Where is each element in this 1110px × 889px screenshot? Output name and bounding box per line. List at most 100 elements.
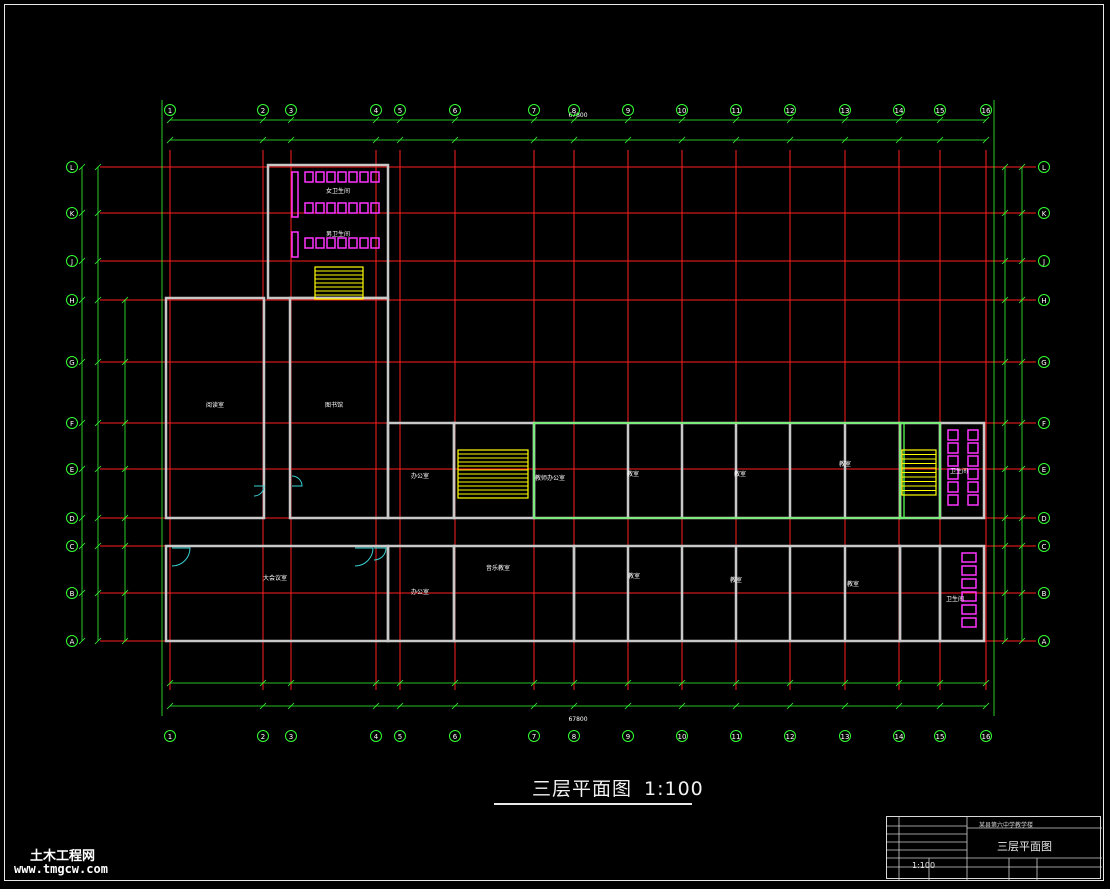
wc-fixture-south: [961, 604, 977, 615]
dim-tick: [624, 136, 632, 144]
dim-tick: [936, 136, 944, 144]
row-label-left-E: E: [70, 466, 74, 474]
room-label-office-1: 办公室: [411, 472, 429, 480]
row-label-right-F-circle: [1038, 417, 1050, 429]
dim-tick: [936, 116, 944, 124]
dim-tick: [895, 679, 903, 687]
col-label-bottom-13: 13: [841, 733, 850, 741]
col-label-bottom-1-circle: [164, 730, 176, 742]
dim-tick: [786, 116, 794, 124]
wall-office-1: [386, 421, 456, 520]
col-label-top-3-circle: [285, 104, 297, 116]
toilet-stall: [370, 237, 380, 249]
wall-wc-south: [938, 544, 986, 643]
dim-tick: [1018, 296, 1026, 304]
toilet-stall: [359, 202, 369, 214]
col-label-bottom-11-circle: [730, 730, 742, 742]
door-meeting-e: [354, 547, 374, 567]
col-label-top-5-circle: [394, 104, 406, 116]
dim-tick: [1001, 637, 1009, 645]
col-label-bottom-15: 15: [936, 733, 945, 741]
wc-fixture-north: [947, 442, 959, 454]
toilet-stall: [304, 171, 314, 183]
row-label-left-B-circle: [66, 587, 78, 599]
col-label-top-11: 11: [732, 107, 741, 115]
row-label-left-G: G: [69, 359, 74, 367]
dim-tick: [396, 136, 404, 144]
wc-fixture-north: [947, 468, 959, 480]
watermark-url: www.tmgcw.com: [14, 862, 108, 876]
toilet-partition: [291, 231, 299, 258]
col-label-bottom-11: 11: [732, 733, 741, 741]
dim-tick: [121, 542, 129, 550]
row-label-left-H-circle: [66, 294, 78, 306]
toilet-stall: [315, 202, 325, 214]
dim-tick: [94, 465, 102, 473]
dim-tick: [624, 116, 632, 124]
col-label-bottom-6: 6: [453, 733, 458, 741]
dim-tick: [396, 702, 404, 710]
wc-fixture-north: [947, 481, 959, 493]
row-label-right-A: A: [1042, 638, 1047, 646]
dim-tick: [396, 116, 404, 124]
wc-fixture-north: [947, 429, 959, 441]
col-label-top-16-circle: [980, 104, 992, 116]
col-label-top-6-circle: [449, 104, 461, 116]
walls: [164, 163, 986, 643]
dim-tick: [982, 136, 990, 144]
dim-tick: [1001, 296, 1009, 304]
wc-fixture-north: [967, 442, 979, 454]
dim-tick: [1001, 358, 1009, 366]
room-label-music-room: 音乐教室: [486, 564, 510, 572]
col-label-top-3: 3: [289, 107, 293, 115]
room-label-classroom-6: 教室: [847, 580, 859, 588]
row-label-right-A-circle: [1038, 635, 1050, 647]
toilet-stall: [370, 171, 380, 183]
dim-tick: [982, 702, 990, 710]
col-label-bottom-7-circle: [528, 730, 540, 742]
row-label-right-E-circle: [1038, 463, 1050, 475]
dim-tick: [895, 116, 903, 124]
dim-tick: [166, 136, 174, 144]
green-highlight-north: [533, 422, 905, 519]
col-label-top-12-circle: [784, 104, 796, 116]
dim-tick: [1018, 257, 1026, 265]
row-label-right-D: D: [1041, 515, 1046, 523]
dim-tick: [94, 163, 102, 171]
col-label-bottom-2: 2: [261, 733, 265, 741]
dim-tick: [94, 637, 102, 645]
col-label-top-4-circle: [370, 104, 382, 116]
dim-tick: [530, 702, 538, 710]
col-label-bottom-10: 10: [678, 733, 687, 741]
col-label-top-8-circle: [568, 104, 580, 116]
wall-library: [288, 296, 390, 520]
dim-tick: [1001, 542, 1009, 550]
col-label-top-7-circle: [528, 104, 540, 116]
dim-tick: [1001, 209, 1009, 217]
toilet-stall: [304, 202, 314, 214]
row-label-left-A: A: [70, 638, 75, 646]
col-label-bottom-2-circle: [257, 730, 269, 742]
col-label-top-15-circle: [934, 104, 946, 116]
dim-tick: [259, 679, 267, 687]
toilet-stall: [304, 237, 314, 249]
dim-tick: [1001, 465, 1009, 473]
wc-fixture-north: [947, 455, 959, 467]
dim-tick: [678, 702, 686, 710]
dim-tick: [259, 136, 267, 144]
toilet-partition: [291, 171, 299, 218]
dim-tick: [624, 702, 632, 710]
col-label-top-1-circle: [164, 104, 176, 116]
col-label-bottom-6-circle: [449, 730, 461, 742]
dim-tick: [372, 679, 380, 687]
dim-tick: [786, 136, 794, 144]
watermark-name: 土木工程网: [30, 849, 96, 864]
row-label-right-E: E: [1042, 466, 1046, 474]
dim-tick: [259, 702, 267, 710]
room-label-classroom-2: 教室: [734, 470, 746, 478]
toilet-stall: [315, 171, 325, 183]
dim-tick: [530, 116, 538, 124]
row-label-left-L: L: [70, 164, 74, 172]
col-label-top-16: 16: [982, 107, 991, 115]
